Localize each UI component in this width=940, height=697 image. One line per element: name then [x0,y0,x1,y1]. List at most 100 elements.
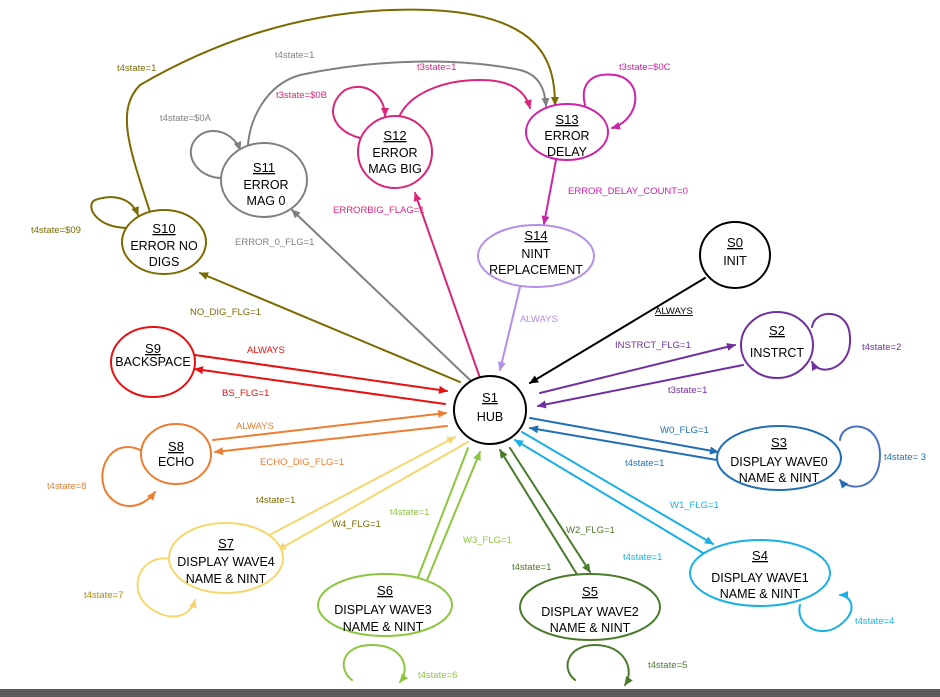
label-s5-self: t4state=5 [648,660,687,671]
label-s2-to-s1: t3state=1 [668,385,707,396]
edge-s1-to-s11 [291,209,471,381]
state-s5-line2: NAME & NINT [550,621,631,635]
label-s1-to-s7: W4_FLG=1 [332,519,381,530]
edge-s6-self [342,643,409,683]
label-s12-to-s13: t3state=1 [417,62,456,73]
edge-s8-to-s1 [212,409,447,441]
state-s0-id: S0 [727,235,743,250]
state-s8-line1: ECHO [158,455,194,469]
label-s5-to-s1: t4state=1 [512,562,551,573]
label-s1-to-s4: W1_FLG=1 [670,500,719,511]
edge-s2-self [811,313,852,371]
state-s10-id: S10 [152,221,175,236]
state-s14-line1: NINT [521,247,551,261]
state-s12-id: S12 [383,128,406,143]
state-s10-line1: ERROR NO [130,239,198,253]
state-s12-line1: ERROR [372,146,417,160]
edge-s14-to-s1 [497,286,521,371]
state-s8: S8 ECHO [140,423,212,485]
state-s5-id: S5 [582,584,598,599]
state-s14-id: S14 [524,228,547,243]
state-s7-id: S7 [218,536,234,551]
state-s4-line1: DISPLAY WAVE1 [711,571,809,585]
bottom-border [0,689,940,697]
state-s6-id: S6 [377,583,393,598]
state-s1-id: S1 [482,390,498,405]
state-s11-line2: MAG 0 [247,194,286,208]
label-s7-self: t4state=7 [84,590,123,601]
state-s12-line2: MAG BIG [368,162,421,176]
label-s4-to-s1: t4state=1 [623,552,662,563]
state-s7: S7 DISPLAY WAVE4 NAME & NINT [168,522,284,594]
label-s1-to-s6: W3_FLG=1 [463,535,512,546]
edge-s9-to-s1 [194,354,448,394]
label-s1-to-s3: W0_FLG=1 [660,425,709,436]
state-s0: S0 INIT [699,221,771,289]
label-s6-to-s1: t4state=1 [390,507,429,518]
edge-s2-to-s1 [537,364,744,409]
label-s7-to-s1: t4state=1 [256,495,295,506]
label-s1-to-s5: W2_FLG=1 [566,525,615,536]
label-s13-to-s14: ERROR_DELAY_COUNT=0 [568,186,688,197]
edge-s10-self [90,196,139,229]
state-s0-line1: INIT [723,254,747,268]
state-s9-line1: BACKSPACE [115,355,191,369]
edge-s1-to-s9 [194,366,446,405]
label-s10-self: t4state=$09 [31,225,81,236]
label-s1-to-s8: ECHO_DIG_FLG=1 [260,457,344,468]
state-s3-line1: DISPLAY WAVE0 [730,455,828,469]
edge-s7-self [136,557,197,618]
state-s11-id: S11 [253,160,275,175]
state-s1: S1 HUB [453,375,527,445]
state-s6-line2: NAME & NINT [343,620,424,634]
state-s2-line1: INSTRCT [750,346,805,360]
edge-s0-to-s1 [529,277,706,384]
label-s13-self: t3state=$0C [619,62,671,73]
edge-s1-to-s8 [214,425,448,456]
label-s3-self: t4state= 3 [884,452,926,463]
label-s12-self: t3state=$0B [276,90,327,101]
state-s2: S2 INSTRCT [740,311,814,379]
state-s10: S10 ERROR NO DIGS [121,209,207,275]
edge-s1-to-s4 [521,431,714,545]
state-s5-line1: DISPLAY WAVE2 [541,605,639,619]
state-s8-id: S8 [168,439,184,454]
label-s2-self: t4state=2 [862,342,901,353]
edge-s1-to-s10 [199,272,461,383]
edge-s12-to-s13 [399,78,532,116]
edge-s12-self [332,85,389,139]
state-s1-line1: HUB [477,410,503,424]
state-s9-id: S9 [145,341,161,356]
label-s9-to-s1: ALWAYS [247,345,285,356]
state-s4-id: S4 [752,548,768,563]
label-s1-to-s11: ERROR_0_FLG=1 [235,237,314,248]
label-s4-self: t4state=4 [855,616,894,627]
edge-s1-to-s5 [509,447,591,573]
label-s1-to-s9: BS_FLG=1 [222,388,269,399]
edge-s13-to-s14 [541,159,557,225]
edge-s1-to-s7 [277,441,469,551]
state-s6-line1: DISPLAY WAVE3 [334,603,432,617]
edge-s3-to-s1 [529,425,718,461]
state-s4-line2: NAME & NINT [720,587,801,601]
edge-s5-to-s1 [499,449,579,577]
state-s13-line1: ERROR [544,129,589,143]
state-s7-line2: NAME & NINT [186,572,267,586]
label-s1-to-s12: ERRORBIG_FLAG=1 [333,205,425,216]
state-s11: S11 ERROR MAG 0 [220,142,308,218]
state-s12: S12 ERROR MAG BIG [357,115,433,189]
edge-s4-to-s1 [514,439,704,554]
label-s11-self: t4state=$0A [160,113,212,124]
edge-s11-self [189,130,242,179]
label-s14-to-s1: ALWAYS [520,314,558,325]
edge-s6-to-s1 [424,451,481,586]
label-s6-self: t4state=6 [418,670,457,681]
edge-s1-to-s3 [529,417,719,455]
state-s14-line2: REPLACEMENT [489,263,583,277]
state-s3-id: S3 [771,435,787,450]
state-s9: S9 BACKSPACE [110,326,196,398]
edge-s4-self [798,591,853,632]
state-s13: S13 ERROR DELAY [525,103,609,161]
state-s11-line1: ERROR [243,178,288,192]
